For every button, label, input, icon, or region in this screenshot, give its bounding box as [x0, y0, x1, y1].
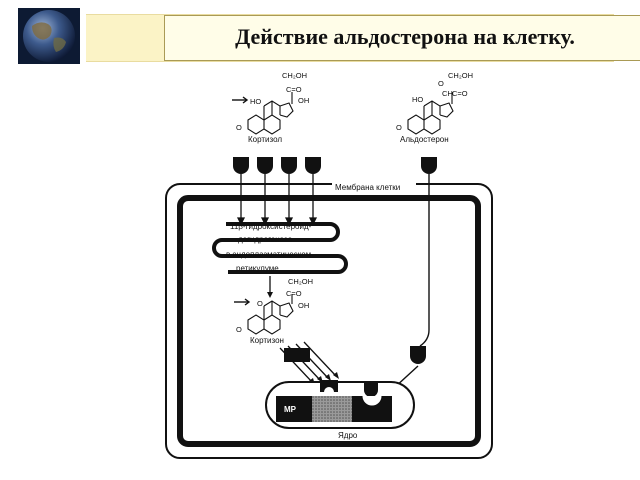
cortisone-molecule: CH₂OH C=O O OH O Кортизон [234, 277, 313, 345]
cortisol-ch2oh: CH₂OH [282, 71, 307, 80]
cortisone-o: O [236, 325, 242, 334]
globe-icon [18, 8, 80, 64]
enzyme-line-3: в эндоплазматическом [226, 250, 311, 259]
cortisone-docking-site [320, 380, 338, 392]
receptor-cortisol-2 [257, 157, 273, 174]
mr-block [276, 396, 312, 422]
enzyme-line-2: дегидрогеназа [238, 235, 293, 244]
membrane-label: Мембрана клетки [335, 183, 400, 192]
enzyme-line-1: 11β-гидроксистероид- [230, 222, 312, 231]
mr-label: МР [284, 405, 297, 414]
enzyme-label: 11β-гидроксистероид- дегидрогеназа в энд… [226, 222, 312, 273]
aldosterone-ch: CH [442, 89, 453, 98]
cell-membrane-outer [165, 183, 493, 459]
dna-region [312, 396, 352, 422]
cortisol-entry-arrows [236, 174, 318, 226]
receptor-aldosterone [421, 157, 437, 174]
title-band: Действие альдостерона на клетку. [86, 14, 640, 62]
cortisone-ch2oh: CH₂OH [288, 277, 313, 286]
nucleus-label: Ядро [338, 431, 358, 440]
aldosterone-o: O [396, 123, 402, 132]
cortisol-o: O [236, 123, 242, 132]
aldosterone-o-top: O [438, 79, 444, 88]
aldosterone-ho: HO [412, 95, 423, 104]
enzyme-line-4: ретикулуме [236, 264, 279, 273]
cortisol-molecule: CH₂OH C=O HO OH O Кортизол [232, 71, 309, 144]
cortisol-label: Кортизол [248, 135, 282, 144]
aldosterone-co: C=O [452, 89, 468, 98]
cortisol-receptors [233, 157, 321, 174]
page-title: Действие альдостерона на клетку. [235, 24, 575, 49]
aldosterone-molecule: CH₂OH O CH C=O HO O Альдостерон [396, 71, 473, 144]
receptor-cortisol-4 [305, 157, 321, 174]
header: Действие альдостерона на клетку. [18, 8, 640, 64]
receptor-cortisol-3 [281, 157, 297, 174]
endoplasmic-reticulum [212, 222, 348, 274]
cortisol-ho: HO [250, 97, 261, 106]
cortisone-label: Кортизон [250, 336, 284, 345]
cortisol-oh: OH [298, 96, 309, 105]
cortisone-o-top: O [257, 299, 263, 308]
aldosterone-path [419, 174, 430, 347]
aldosterone-label: Альдостерон [400, 135, 449, 144]
cortisone-arrows [279, 341, 337, 383]
aldosterone-receptor-inner [410, 346, 426, 364]
cell-membrane-inner [177, 195, 481, 447]
cortisone-co: C=O [286, 289, 302, 298]
cortisone-oh: OH [298, 301, 309, 310]
aldosterone-bound [364, 382, 378, 397]
title-box: Действие альдостерона на клетку. [164, 15, 640, 61]
aldosterone-ch2oh: CH₂OH [448, 71, 473, 80]
receptor-cortisol-1 [233, 157, 249, 174]
cortisol-co: C=O [286, 85, 302, 94]
